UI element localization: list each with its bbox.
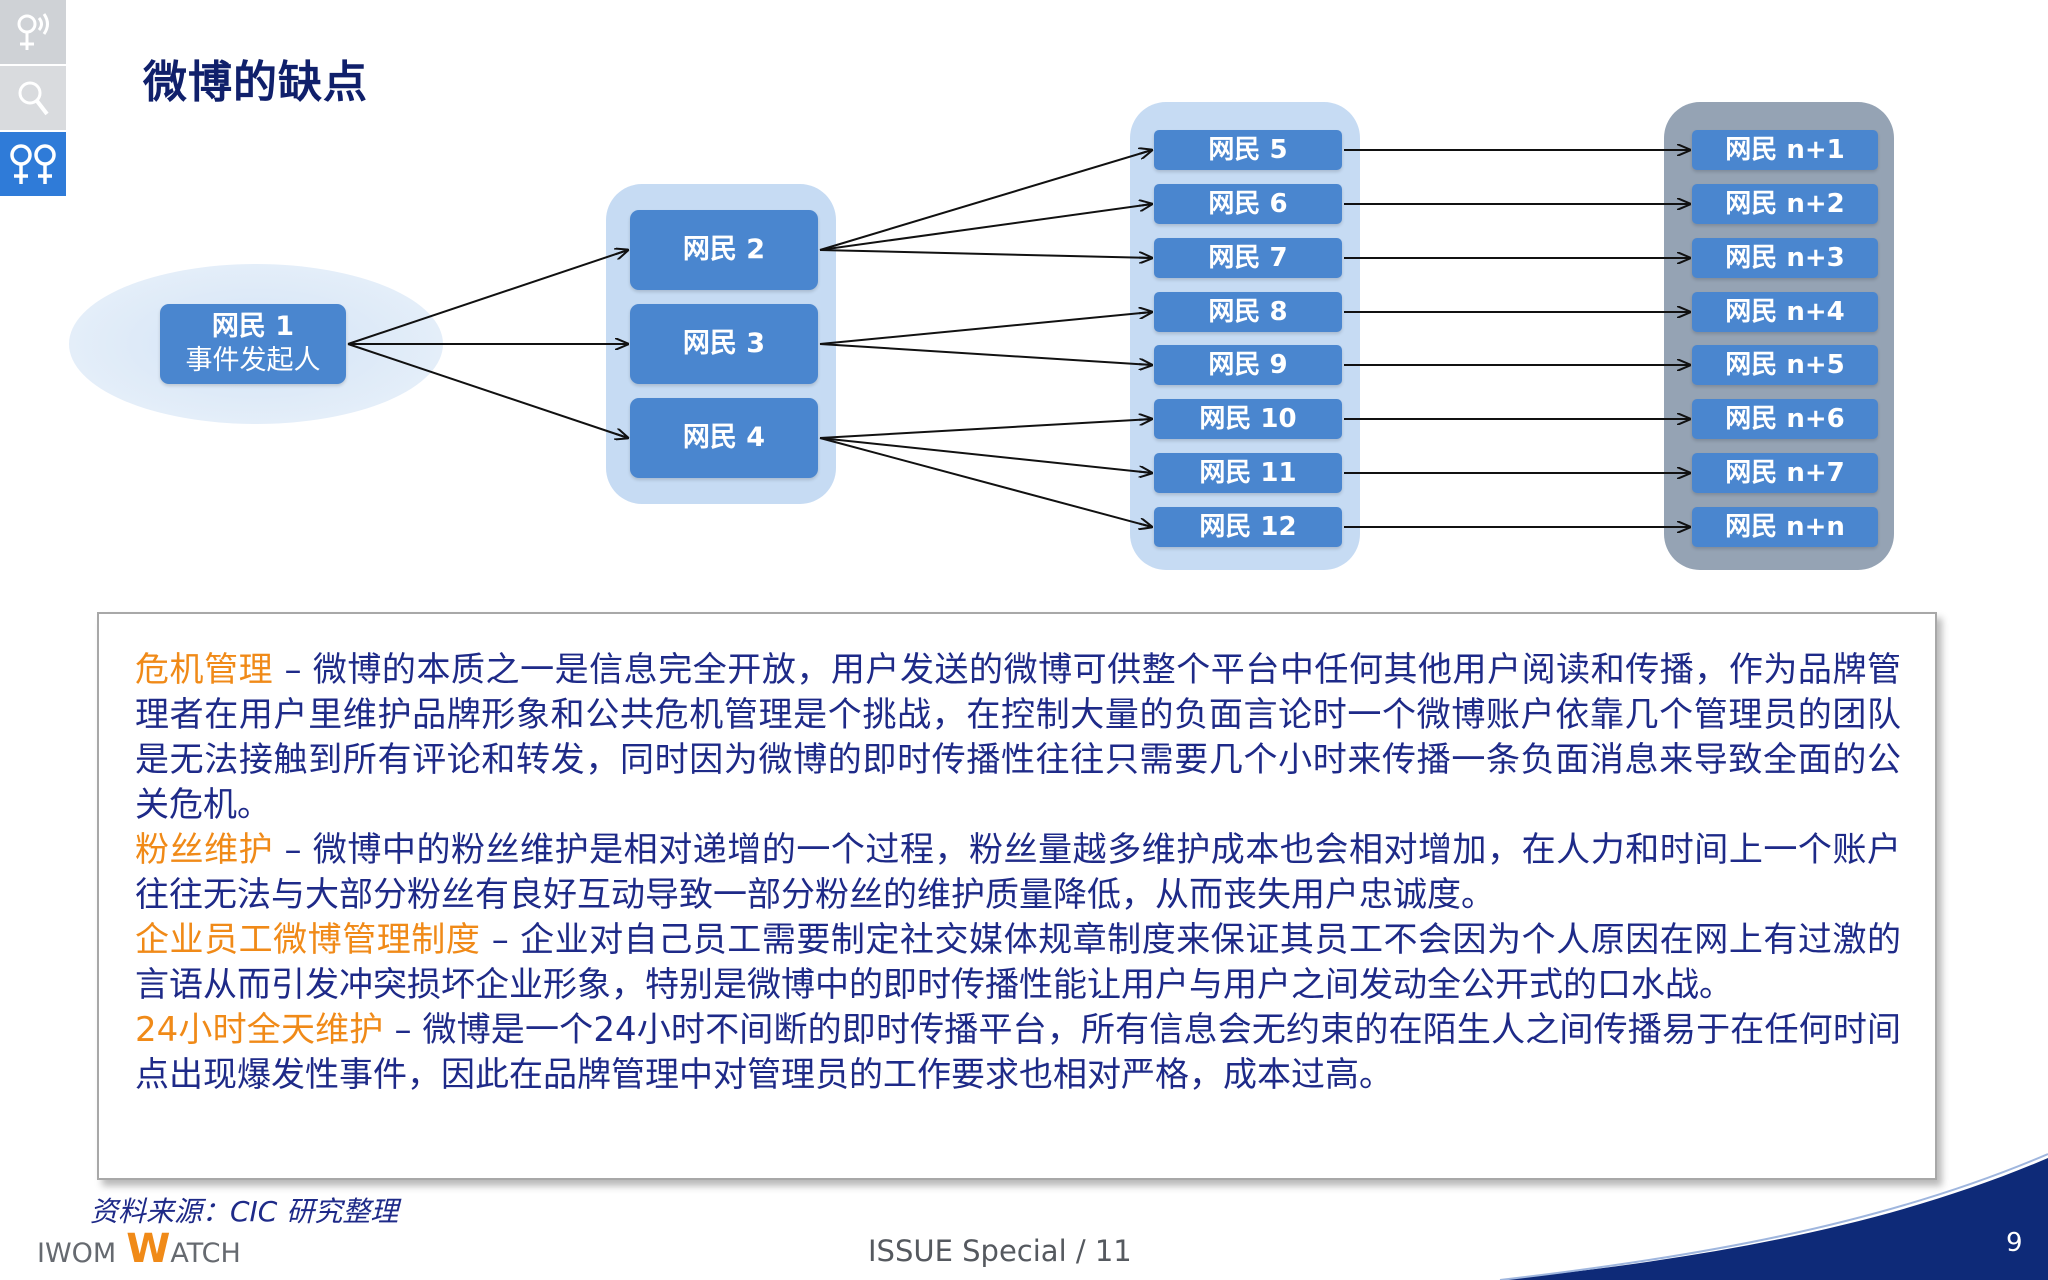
connector-arrow [819,249,1152,258]
description-box: 危机管理 – 微博的本质之一是信息完全开放，用户发送的微博可供整个平台中任何其他… [97,612,1937,1180]
logo-text-right: ATCH [170,1238,241,1269]
connector-arrow [819,204,1152,251]
iwom-watch-logo: IWOM W ATCH [37,1226,241,1272]
paragraph-text: – 企业对自己员工需要制定社交媒体规章制度来保证其员工不会因为个人原因在网上有过… [135,920,1901,1005]
two-people-icon[interactable] [0,132,66,196]
node-tier4: 网民 n+5 [1692,345,1878,385]
paragraph-text: – 微博是一个24小时不间断的即时传播平台，所有信息会无约束的在陌生人之间传播易… [135,1010,1901,1095]
connector-arrow [347,343,628,438]
node-tier4: 网民 n+1 [1692,130,1878,170]
source-note: 资料来源：CIC 研究整理 [90,1195,399,1228]
page-number: 9 [2006,1228,2023,1258]
keyword: 企业员工微博管理制度 [135,920,481,960]
node-tier4: 网民 n+4 [1692,292,1878,332]
node-tier4: 网民 n+3 [1692,238,1878,278]
node-tier3: 网民 6 [1154,184,1342,224]
connector-arrow [819,419,1152,439]
tier4-group [1664,102,1894,570]
node-tier4: 网民 n+7 [1692,453,1878,493]
logo-w: W [126,1226,171,1272]
footer-swoosh [1499,1153,2048,1280]
slide-title: 微博的缺点 [143,57,368,108]
paragraph-24h-maintenance: 24小时全天维护 – 微博是一个24小时不间断的即时传播平台，所有信息会无约束的… [135,1008,1901,1098]
node-tier3: 网民 7 [1154,238,1342,278]
broadcast-person-icon[interactable] [0,0,66,64]
node-tier3: 网民 12 [1154,507,1342,547]
tier3-group [1130,102,1360,570]
paragraph-fan-maintenance: 粉丝维护 – 微博中的粉丝维护是相对递增的一个过程，粉丝量越多维护成本也会相对增… [135,828,1901,918]
node-tier4: 网民 n+6 [1692,399,1878,439]
node-initiator: 网民 1 事件发起人 [160,304,346,384]
paragraph-text: – 微博中的粉丝维护是相对递增的一个过程，粉丝量越多维护成本也会相对增加，在人力… [135,830,1901,915]
node-tier4: 网民 n+2 [1692,184,1878,224]
connector-arrow [819,437,1152,527]
diagram-arrows [347,150,1690,527]
search-person-icon[interactable] [0,66,66,130]
issue-label: ISSUE Special / 11 [868,1234,1132,1268]
node-tier3: 网民 5 [1154,130,1342,170]
node-initiator-name: 网民 1 [211,311,295,342]
keyword: 粉丝维护 [135,830,274,870]
paragraph-employee-policy: 企业员工微博管理制度 – 企业对自己员工需要制定社交媒体规章制度来保证其员工不会… [135,918,1901,1008]
node-tier3: 网民 10 [1154,399,1342,439]
propagation-diagram: 网民 1 事件发起人 网民 2 网民 3 网民 4 网民 5 网民 6 网民 7… [0,0,2048,600]
node-initiator-role: 事件发起人 [185,345,321,376]
keyword: 危机管理 [135,650,274,690]
node-tier2: 网民 4 [630,398,818,478]
paragraph-text: – 微博的本质之一是信息完全开放，用户发送的微博可供整个平台中任何其他用户阅读和… [135,650,1901,825]
node-tier3: 网民 11 [1154,453,1342,493]
connector-arrow [347,250,628,345]
node-tier4: 网民 n+n [1692,507,1878,547]
connector-arrow [819,343,1152,365]
node-tier2: 网民 3 [630,304,818,384]
connector-arrow [819,437,1152,473]
node-tier3: 网民 9 [1154,345,1342,385]
connector-arrow [819,312,1152,345]
node-tier3: 网民 8 [1154,292,1342,332]
side-icon-bar [0,0,66,198]
logo-text-left: IWOM [37,1238,117,1269]
node-tier2: 网民 2 [630,210,818,290]
paragraph-crisis-management: 危机管理 – 微博的本质之一是信息完全开放，用户发送的微博可供整个平台中任何其他… [135,648,1901,828]
keyword: 24小时全天维护 [135,1010,384,1050]
connector-arrow [819,150,1152,251]
